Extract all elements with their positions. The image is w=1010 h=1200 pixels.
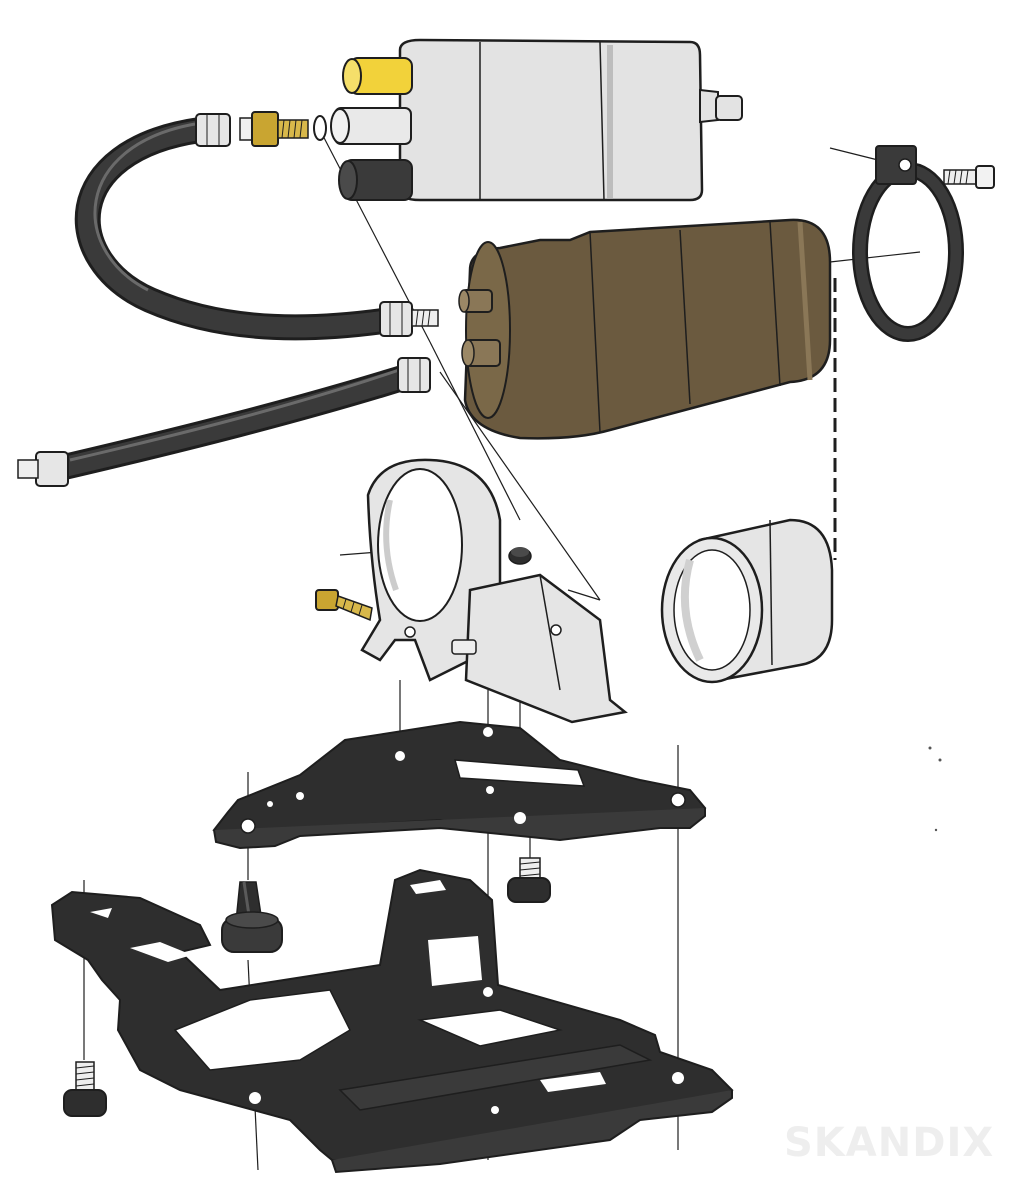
frame-bolt-icon: [63, 1061, 107, 1117]
fuel-hose-lower: [17, 357, 431, 487]
fuel-hose-upper: [74, 113, 439, 341]
clamp-bolt-icon: [943, 165, 995, 189]
bracket-small-bolt-icon: [451, 639, 477, 655]
bracket-nut-icon: [508, 547, 532, 565]
pressure-accumulator: [458, 218, 832, 440]
mounting-plate: [212, 720, 707, 850]
fuel-pump: [330, 38, 743, 202]
print-specks: [928, 746, 942, 832]
hose-clamp: [852, 145, 995, 342]
screw-icon: [507, 857, 551, 903]
rubber-sleeve: [660, 518, 834, 684]
hose-nut-icon: [195, 113, 231, 147]
hose-nut-icon: [397, 357, 431, 393]
hose-nut-icon: [17, 451, 69, 487]
accumulator-port-icon: [458, 289, 501, 367]
brass-fitting-icon: [239, 111, 327, 147]
pump-fitting-dark: [338, 159, 413, 201]
bracket-bolt-icon: [315, 589, 373, 622]
rubber-mount: [221, 881, 283, 953]
hose-nut-icon: [379, 301, 439, 337]
watermark-logo: SKANDIX: [784, 1120, 995, 1166]
pump-fitting-yellow: [342, 57, 413, 95]
pump-fitting-outlet: [330, 107, 412, 145]
pump-holder-bracket: [315, 458, 628, 724]
carrier-frame: [50, 868, 734, 1174]
